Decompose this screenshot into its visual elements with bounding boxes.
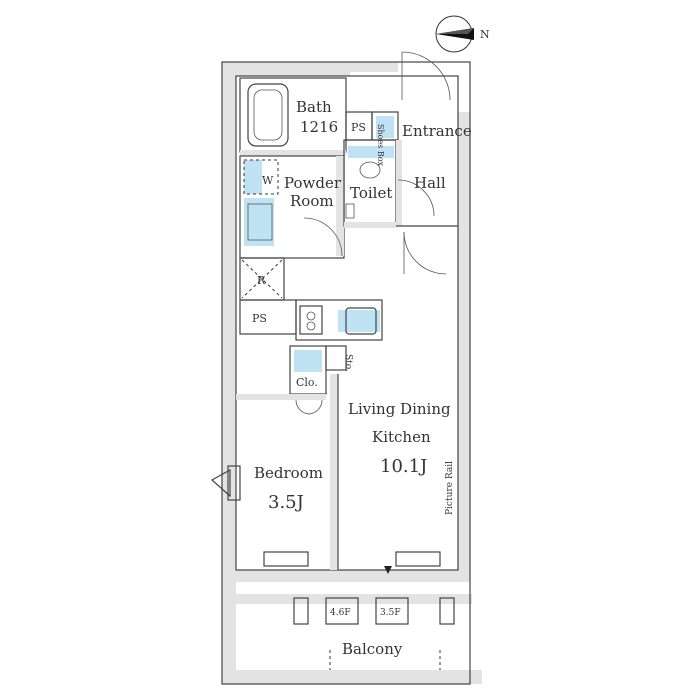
interior-walls xyxy=(236,77,458,570)
powder-room-label-1: Powder xyxy=(284,174,342,192)
ldk-label-1: Living Dining xyxy=(348,400,451,418)
fixtures xyxy=(210,83,455,670)
ps-top-label: PS xyxy=(351,121,366,134)
hall-label: Hall xyxy=(414,174,446,192)
outer-walls xyxy=(221,61,482,685)
unit-b-label: 3.5F xyxy=(380,608,401,618)
bedroom-size-label: 3.5J xyxy=(268,492,304,513)
entrance-label: Entrance xyxy=(402,122,472,140)
doors xyxy=(295,51,451,574)
unit-a-label: 4.6F xyxy=(330,608,351,618)
closet-label: Clo. xyxy=(296,376,318,389)
balcony-label: Balcony xyxy=(342,640,403,658)
ldk-size-label: 10.1J xyxy=(380,456,427,477)
shoes-box-label: Shoes Box xyxy=(376,124,385,167)
bath-size-label: 1216 xyxy=(300,118,338,136)
storage-label: Sto. xyxy=(343,354,353,372)
bath-label: Bath xyxy=(296,98,332,116)
fridge-label: R xyxy=(257,274,266,287)
toilet-label: Toilet xyxy=(350,184,392,202)
ps-left-label: PS xyxy=(252,312,267,325)
compass-label: N xyxy=(480,28,490,41)
picture-rail-label: Picture Rail xyxy=(445,461,455,515)
washer-label: W xyxy=(262,174,274,187)
powder-room-label-2: Room xyxy=(290,192,334,210)
compass-icon xyxy=(435,15,474,53)
ldk-label-2: Kitchen xyxy=(372,428,431,446)
bedroom-label: Bedroom xyxy=(254,464,323,482)
